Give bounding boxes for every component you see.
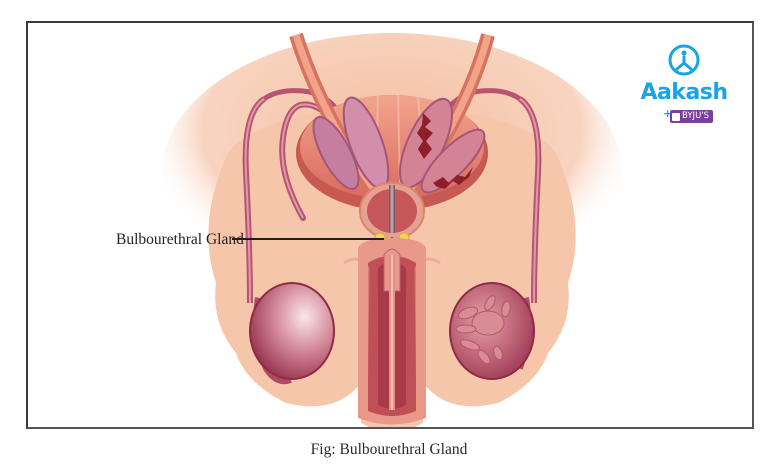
byjus-icon — [672, 112, 680, 121]
aakash-person-icon — [668, 44, 700, 76]
bulbourethral-gland-label: Bulbourethral Gland — [116, 231, 244, 248]
byjus-badge: BYJU'S — [670, 110, 714, 123]
aakash-wordmark: Aakash — [640, 80, 728, 105]
figure-caption: Fig: Bulbourethral Gland — [310, 441, 468, 458]
male-reproductive-illustration — [162, 32, 622, 427]
logo-plus-sign: + — [663, 107, 673, 120]
label-leader-line — [232, 238, 384, 240]
byjus-wordmark: BYJU'S — [682, 111, 710, 121]
figure-frame: Bulbourethral Gland Aakash + BYJU'S — [26, 21, 754, 429]
aakash-byjus-logo: Aakash + BYJU'S — [634, 43, 734, 127]
